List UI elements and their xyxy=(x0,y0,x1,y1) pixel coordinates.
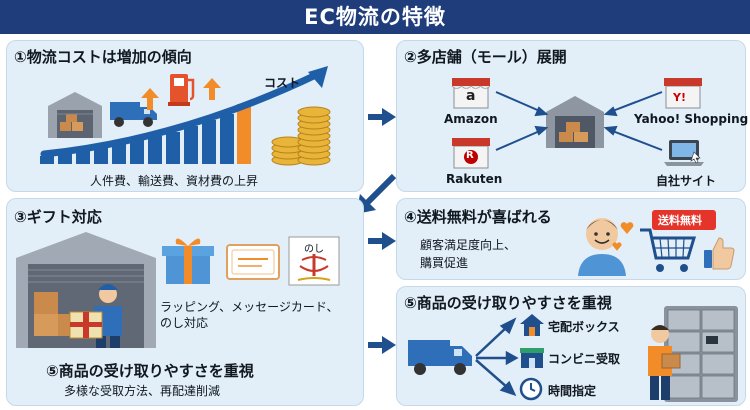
panel-free-shipping-title: ④送料無料が喜ばれる xyxy=(404,208,552,226)
option-delivery-box: 宅配ボックス xyxy=(548,320,620,334)
coin-stack-icon xyxy=(271,106,331,166)
store-to-warehouse-arrows xyxy=(495,91,663,151)
noshi-label: のし xyxy=(304,244,324,255)
gift-desc-line2: のし対応 xyxy=(160,316,209,330)
noshi-paper-icon xyxy=(288,236,340,286)
delivery-truck-icon xyxy=(408,340,472,375)
bar-4 xyxy=(94,147,108,164)
store-icon-rakuten xyxy=(452,138,490,169)
bar-6 xyxy=(130,140,144,164)
right-arrow-icon xyxy=(368,108,396,126)
store-label-rakuten: Rakuten xyxy=(446,172,503,186)
trend-arrow xyxy=(40,70,322,158)
bar-11 xyxy=(220,114,234,164)
store-label-yahoo: Yahoo! Shopping xyxy=(634,112,749,126)
message-card-icon xyxy=(226,244,280,280)
bar-10 xyxy=(202,120,216,164)
right-arrow-icon xyxy=(368,336,396,354)
thumbs-up-icon xyxy=(704,237,735,270)
warehouse-worker-illustration xyxy=(16,232,156,348)
gift-desc-line1: ラッピング、メッセージカード、 xyxy=(160,300,339,314)
clock-icon xyxy=(519,377,543,401)
bar-2 xyxy=(58,153,72,164)
free-shipping-sign xyxy=(652,210,716,230)
option-convenience-store: コンビニ受取 xyxy=(548,352,621,366)
gift-box-icon xyxy=(162,238,214,284)
bar-3 xyxy=(76,150,90,164)
header-title: EC物流の特徴 xyxy=(0,0,750,34)
gift-subtitle: ⑤商品の受け取りやすさを重視 xyxy=(46,362,254,380)
store-label-amazon: Amazon xyxy=(444,112,498,126)
parcel-locker-icon xyxy=(664,306,738,402)
laptop-icon xyxy=(664,140,704,166)
cost-caption: 人件費、輸送費、資材費の上昇 xyxy=(90,174,259,188)
rising-arrow-icon xyxy=(203,78,221,100)
bar-7 xyxy=(148,136,162,164)
panel-easy-receipt-title: ⑤商品の受け取りやすさを重視 xyxy=(404,294,612,312)
cost-bars xyxy=(40,114,234,164)
truck-icon xyxy=(110,102,157,127)
bar-9 xyxy=(184,126,198,164)
gift-subcaption: 多様な受取方法、再配達削減 xyxy=(64,384,221,398)
panel-multi-store-title: ②多店舗（モール）展開 xyxy=(404,48,567,66)
free-shipping-line2: 購買促進 xyxy=(420,256,469,270)
fuel-pump-icon xyxy=(168,74,195,106)
right-arrow-icon xyxy=(368,232,396,250)
free-shipping-line1: 顧客満足度向上、 xyxy=(420,238,517,252)
amazon-logo-mark: a xyxy=(466,88,476,104)
rising-arrow-icon xyxy=(141,88,159,110)
store-icon xyxy=(520,348,544,368)
bar-5 xyxy=(112,144,126,164)
happy-customer-icon xyxy=(578,218,626,276)
option-time-designation: 時間指定 xyxy=(548,384,597,398)
cost-label: コスト xyxy=(264,76,301,90)
panel-cost-title: ①物流コストは増加の傾向 xyxy=(14,48,192,66)
bar-8 xyxy=(166,132,180,164)
store-icon-amazon xyxy=(451,78,491,109)
panel-gift-title: ③ギフト対応 xyxy=(14,208,102,226)
heart-icon xyxy=(620,222,634,234)
free-shipping-sign-text: 送料無料 xyxy=(658,214,702,227)
house-icon xyxy=(520,314,544,336)
bar-1 xyxy=(40,156,54,164)
cost-bar-chart xyxy=(40,66,328,164)
bar-12 xyxy=(237,104,251,164)
warehouse-icon xyxy=(48,92,102,138)
rakuten-logo-mark: R xyxy=(466,150,474,161)
truck-branch-arrows xyxy=(475,317,519,397)
store-label-own-site: 自社サイト xyxy=(656,174,717,188)
yahoo-logo-mark: Y! xyxy=(673,91,686,104)
store-icon-yahoo xyxy=(664,78,702,109)
central-warehouse-icon xyxy=(546,96,604,148)
heart-icon xyxy=(612,242,622,251)
delivery-person-icon xyxy=(648,325,681,400)
shopping-cart-icon xyxy=(640,228,697,272)
